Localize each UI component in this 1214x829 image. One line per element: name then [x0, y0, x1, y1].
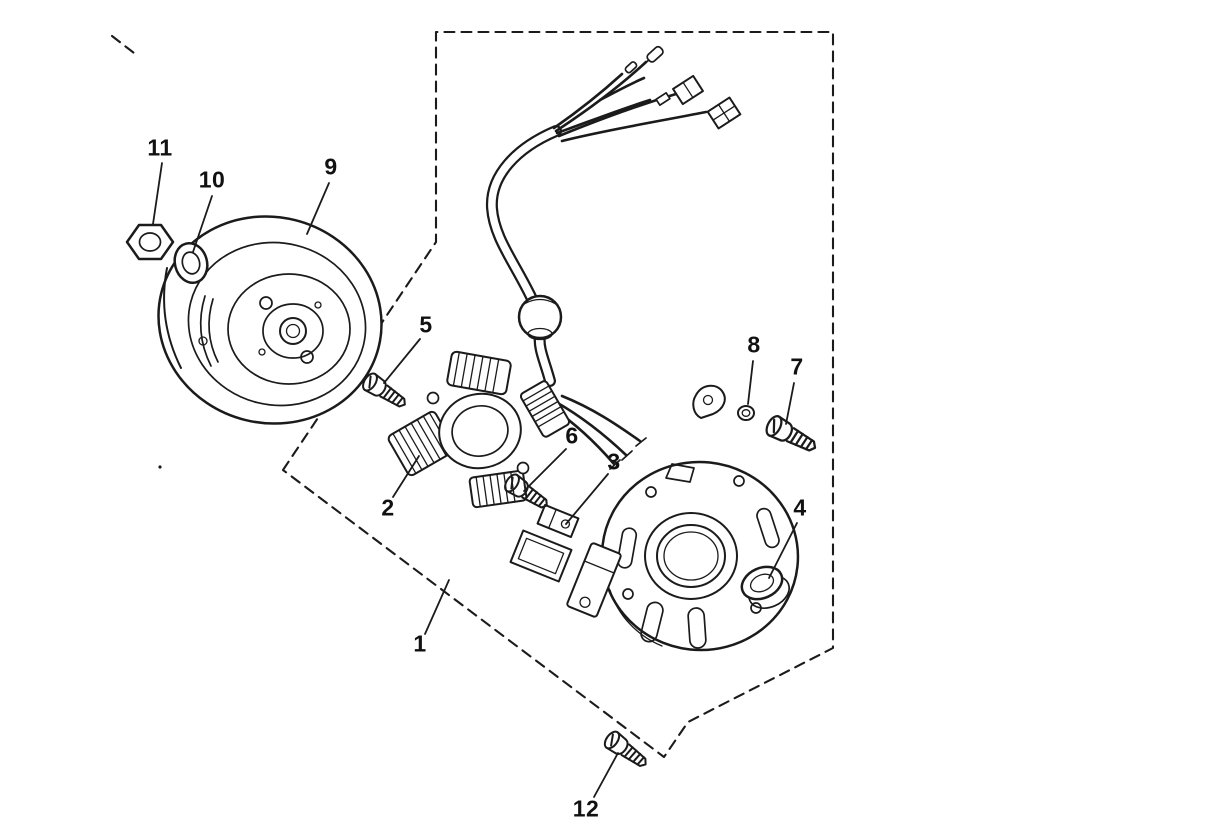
leader-lines [152, 162, 798, 798]
oil-seal-drawing [740, 565, 790, 609]
spade-terminal [655, 91, 671, 107]
stray-speck [158, 465, 162, 469]
wire-clamp-drawing [692, 384, 726, 419]
rotor-side-hole [198, 336, 208, 346]
stator-base-plate-drawing [600, 460, 800, 652]
callout-label-6: 6 [565, 422, 579, 449]
callout-label-9: 9 [324, 153, 338, 180]
bullet-terminal [642, 45, 664, 66]
harness-connectors [624, 45, 742, 130]
boundary-corner-mark [110, 34, 136, 55]
washer-10-drawing [173, 241, 209, 285]
plate-top-notch [665, 463, 695, 483]
flywheel-rotor-drawing [157, 215, 383, 425]
callout-label-11: 11 [147, 134, 173, 161]
callout-label-12: 12 [572, 795, 600, 822]
washer-8-drawing [737, 405, 755, 421]
callout-label-1: 1 [413, 630, 427, 657]
callout-label-5: 5 [419, 311, 433, 338]
callout-label-2: 2 [381, 494, 395, 521]
stator-assembly-drawing [387, 350, 571, 509]
screw-5-drawing [359, 370, 411, 414]
callout-label-7: 7 [790, 353, 804, 380]
callout-label-10: 10 [198, 166, 226, 193]
callout-label-3: 3 [607, 448, 621, 475]
cable-grommet [517, 294, 563, 340]
connector-housing-1 [672, 74, 704, 106]
screw-12-drawing [600, 728, 653, 774]
callout-label-8: 8 [747, 331, 761, 358]
wire-harness-drawing [485, 125, 563, 387]
screw-7-drawing [762, 412, 822, 459]
stator-coil-right [519, 380, 571, 438]
pickup-coil-drawing [509, 503, 622, 618]
hex-nut-drawing [125, 223, 175, 261]
pickup-bracket [536, 503, 580, 539]
connector-housing-2 [706, 96, 742, 130]
boundary-outline [110, 30, 835, 759]
bullet-terminal-small [624, 61, 638, 74]
callout-label-4: 4 [793, 494, 807, 521]
stator-coil-top [446, 350, 512, 396]
screw-6-drawing [501, 471, 553, 515]
